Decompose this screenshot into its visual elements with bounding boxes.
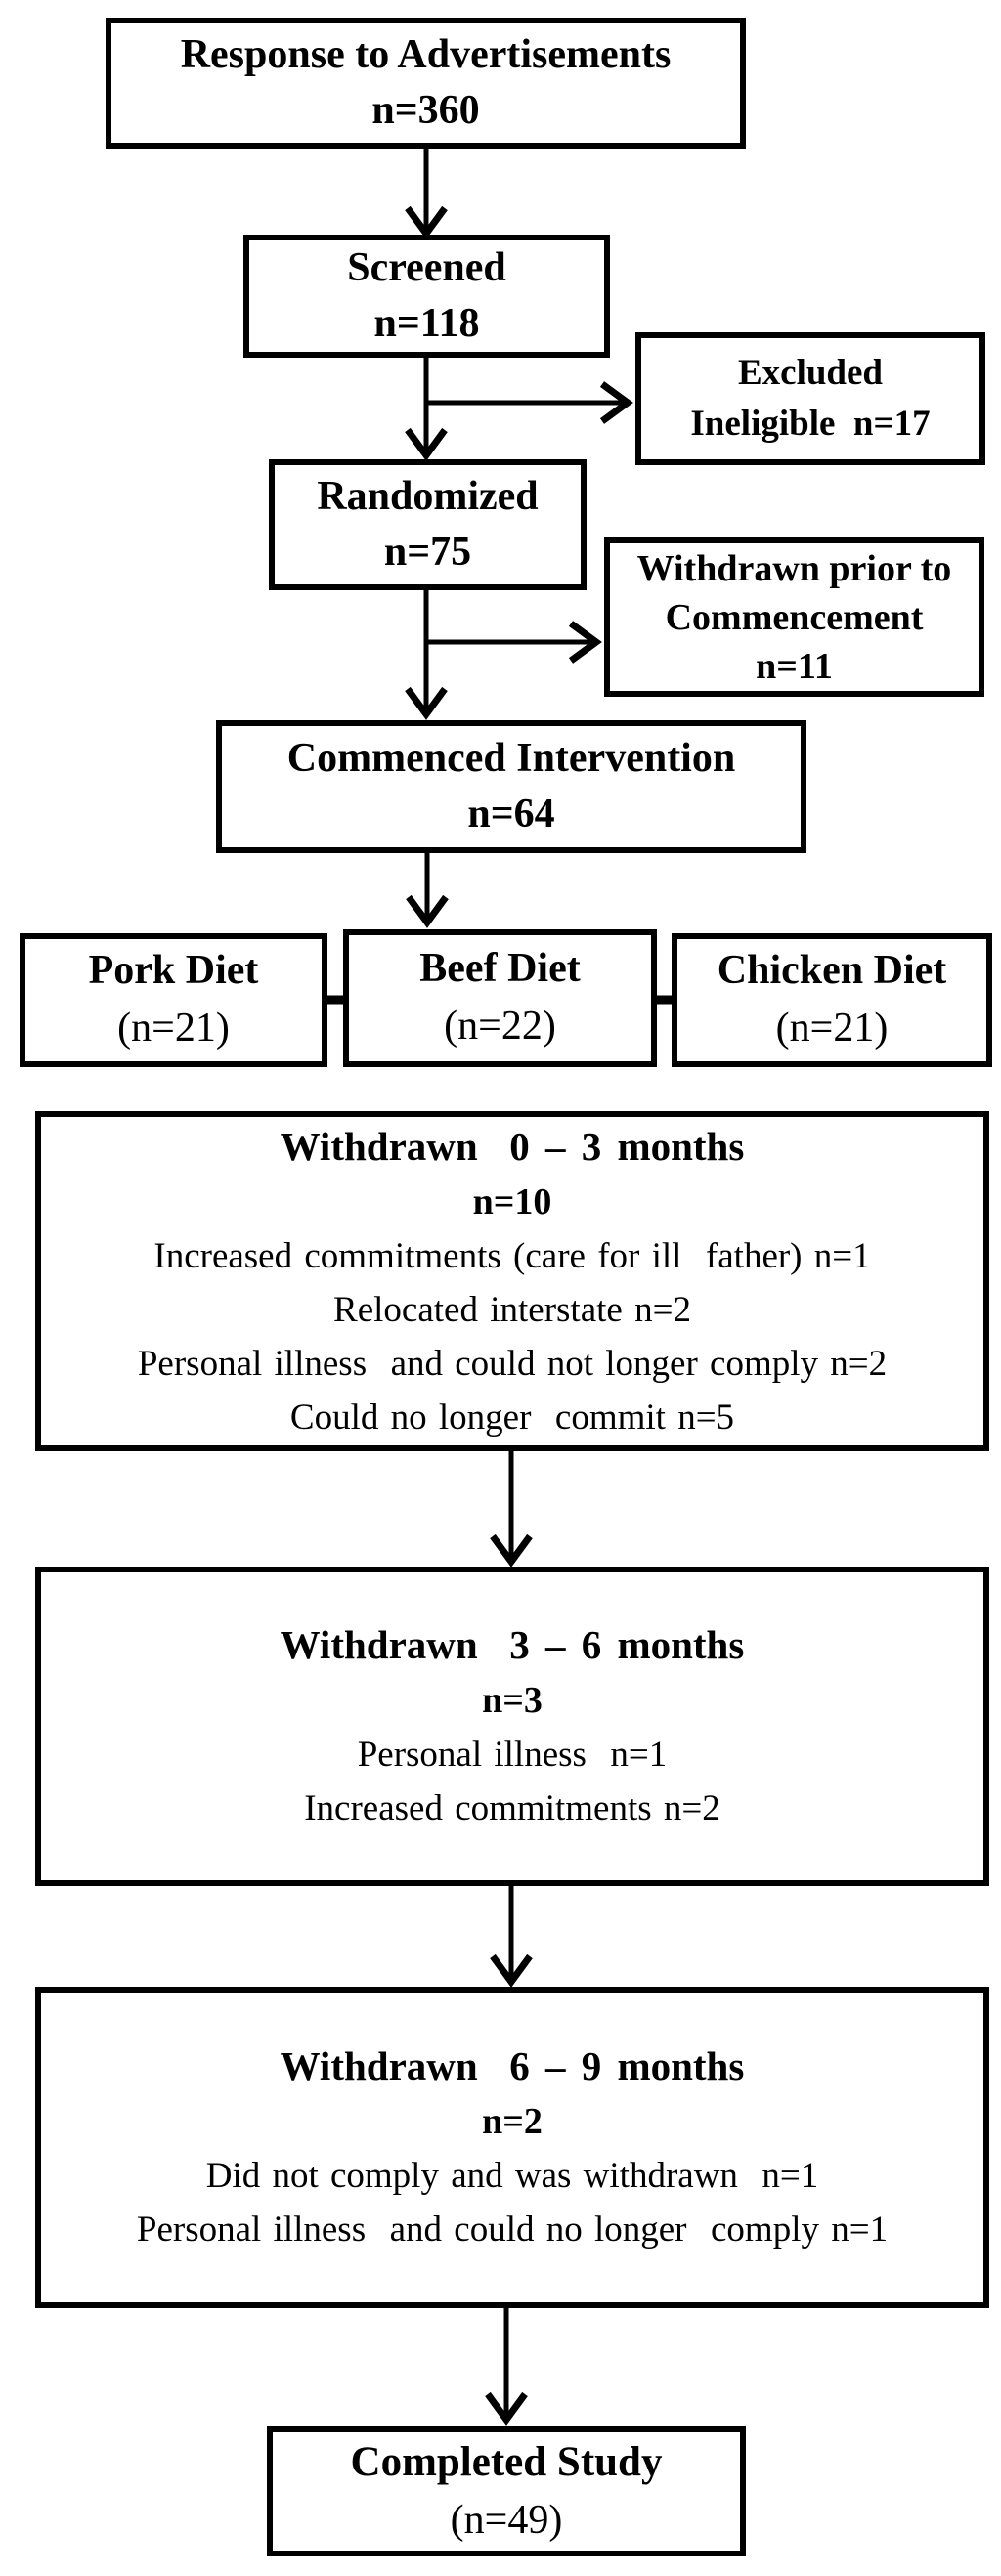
box-title: Withdrawn 0 – 3 months — [280, 1123, 745, 1169]
box-title: Withdrawn 3 – 6 months — [280, 1622, 745, 1667]
box-title: Pork Diet — [88, 948, 259, 993]
arrow-w03-w36-head — [490, 1533, 533, 1567]
box-count: n=360 — [371, 88, 480, 133]
reason-line: Did not comply and was withdrawn n=1 — [205, 2156, 819, 2196]
reason-line: Personal illness n=1 — [357, 1735, 668, 1775]
box-title: Response to Advertisements — [180, 32, 672, 77]
box-title: Excluded — [737, 353, 884, 393]
box-count: n=2 — [482, 2101, 543, 2142]
box-completed-study: Completed Study (n=49) — [267, 2426, 746, 2556]
box-title: Screened — [347, 245, 506, 290]
box-response-to-advertisements: Response to Advertisements n=360 — [106, 18, 746, 149]
reason-line: Relocated interstate n=2 — [333, 1289, 691, 1330]
reason-line: Personal illness and could not longer co… — [137, 1343, 888, 1384]
box-commenced-intervention: Commenced Intervention n=64 — [216, 720, 806, 853]
box-title: Withdrawn prior to — [636, 547, 952, 589]
box-title: Beef Diet — [419, 946, 581, 991]
box-count: (n=49) — [450, 2497, 563, 2543]
box-title: Randomized — [317, 474, 539, 519]
box-count: n=64 — [467, 792, 555, 837]
box-chicken-diet: Chicken Diet (n=21) — [672, 933, 992, 1067]
box-count: n=3 — [482, 1680, 543, 1721]
box-pork-diet: Pork Diet (n=21) — [20, 933, 327, 1067]
box-screened: Screened n=118 — [243, 235, 610, 358]
box-excluded: Excluded Ineligible n=17 — [635, 332, 985, 465]
arrow-excluded-head — [599, 381, 633, 424]
reason-line: Increased commitments (care for ill fath… — [153, 1235, 871, 1276]
box-withdrawn-3-6-months: Withdrawn 3 – 6 months n=3 Personal illn… — [35, 1567, 989, 1886]
box-beef-diet: Beef Diet (n=22) — [343, 929, 657, 1067]
arrow-response-screened-head — [405, 205, 448, 239]
box-count: (n=21) — [775, 1006, 889, 1051]
arrow-w69-completed-head — [485, 2391, 528, 2426]
arrow-screened-randomized-head — [405, 427, 448, 461]
box-count: n=10 — [472, 1181, 552, 1223]
box-withdrawn-6-9-months: Withdrawn 6 – 9 months n=2 Did not compl… — [35, 1987, 989, 2308]
box-title: Withdrawn 6 – 9 months — [280, 2043, 745, 2088]
box-withdrawn-prior-to-commencement: Withdrawn prior to Commencement n=11 — [604, 537, 984, 697]
box-title: Commenced Intervention — [286, 736, 736, 781]
arrow-commenced-diets-head — [406, 894, 449, 928]
box-count: (n=22) — [444, 1004, 556, 1049]
reason-line: Could no longer commit n=5 — [289, 1396, 735, 1438]
box-count: (n=21) — [117, 1006, 230, 1051]
box-randomized: Randomized n=75 — [269, 459, 587, 590]
box-count: Ineligible n=17 — [690, 404, 931, 444]
box-count: n=11 — [756, 645, 833, 687]
box-count: n=118 — [373, 301, 480, 346]
box-withdrawn-0-3-months: Withdrawn 0 – 3 months n=10 Increased co… — [35, 1111, 989, 1451]
box-count: n=75 — [383, 530, 472, 575]
reason-line: Increased commitments n=2 — [304, 1788, 720, 1828]
arrow-randomized-commenced-head — [405, 686, 448, 720]
box-title: Completed Study — [350, 2438, 663, 2485]
box-title: Commencement — [665, 596, 924, 638]
arrow-w36-w69-head — [490, 1953, 533, 1988]
reason-line: Personal illness and could no longer com… — [136, 2210, 889, 2250]
box-title: Chicken Diet — [717, 948, 947, 993]
arrow-withdrawn-prior-head — [568, 621, 602, 664]
